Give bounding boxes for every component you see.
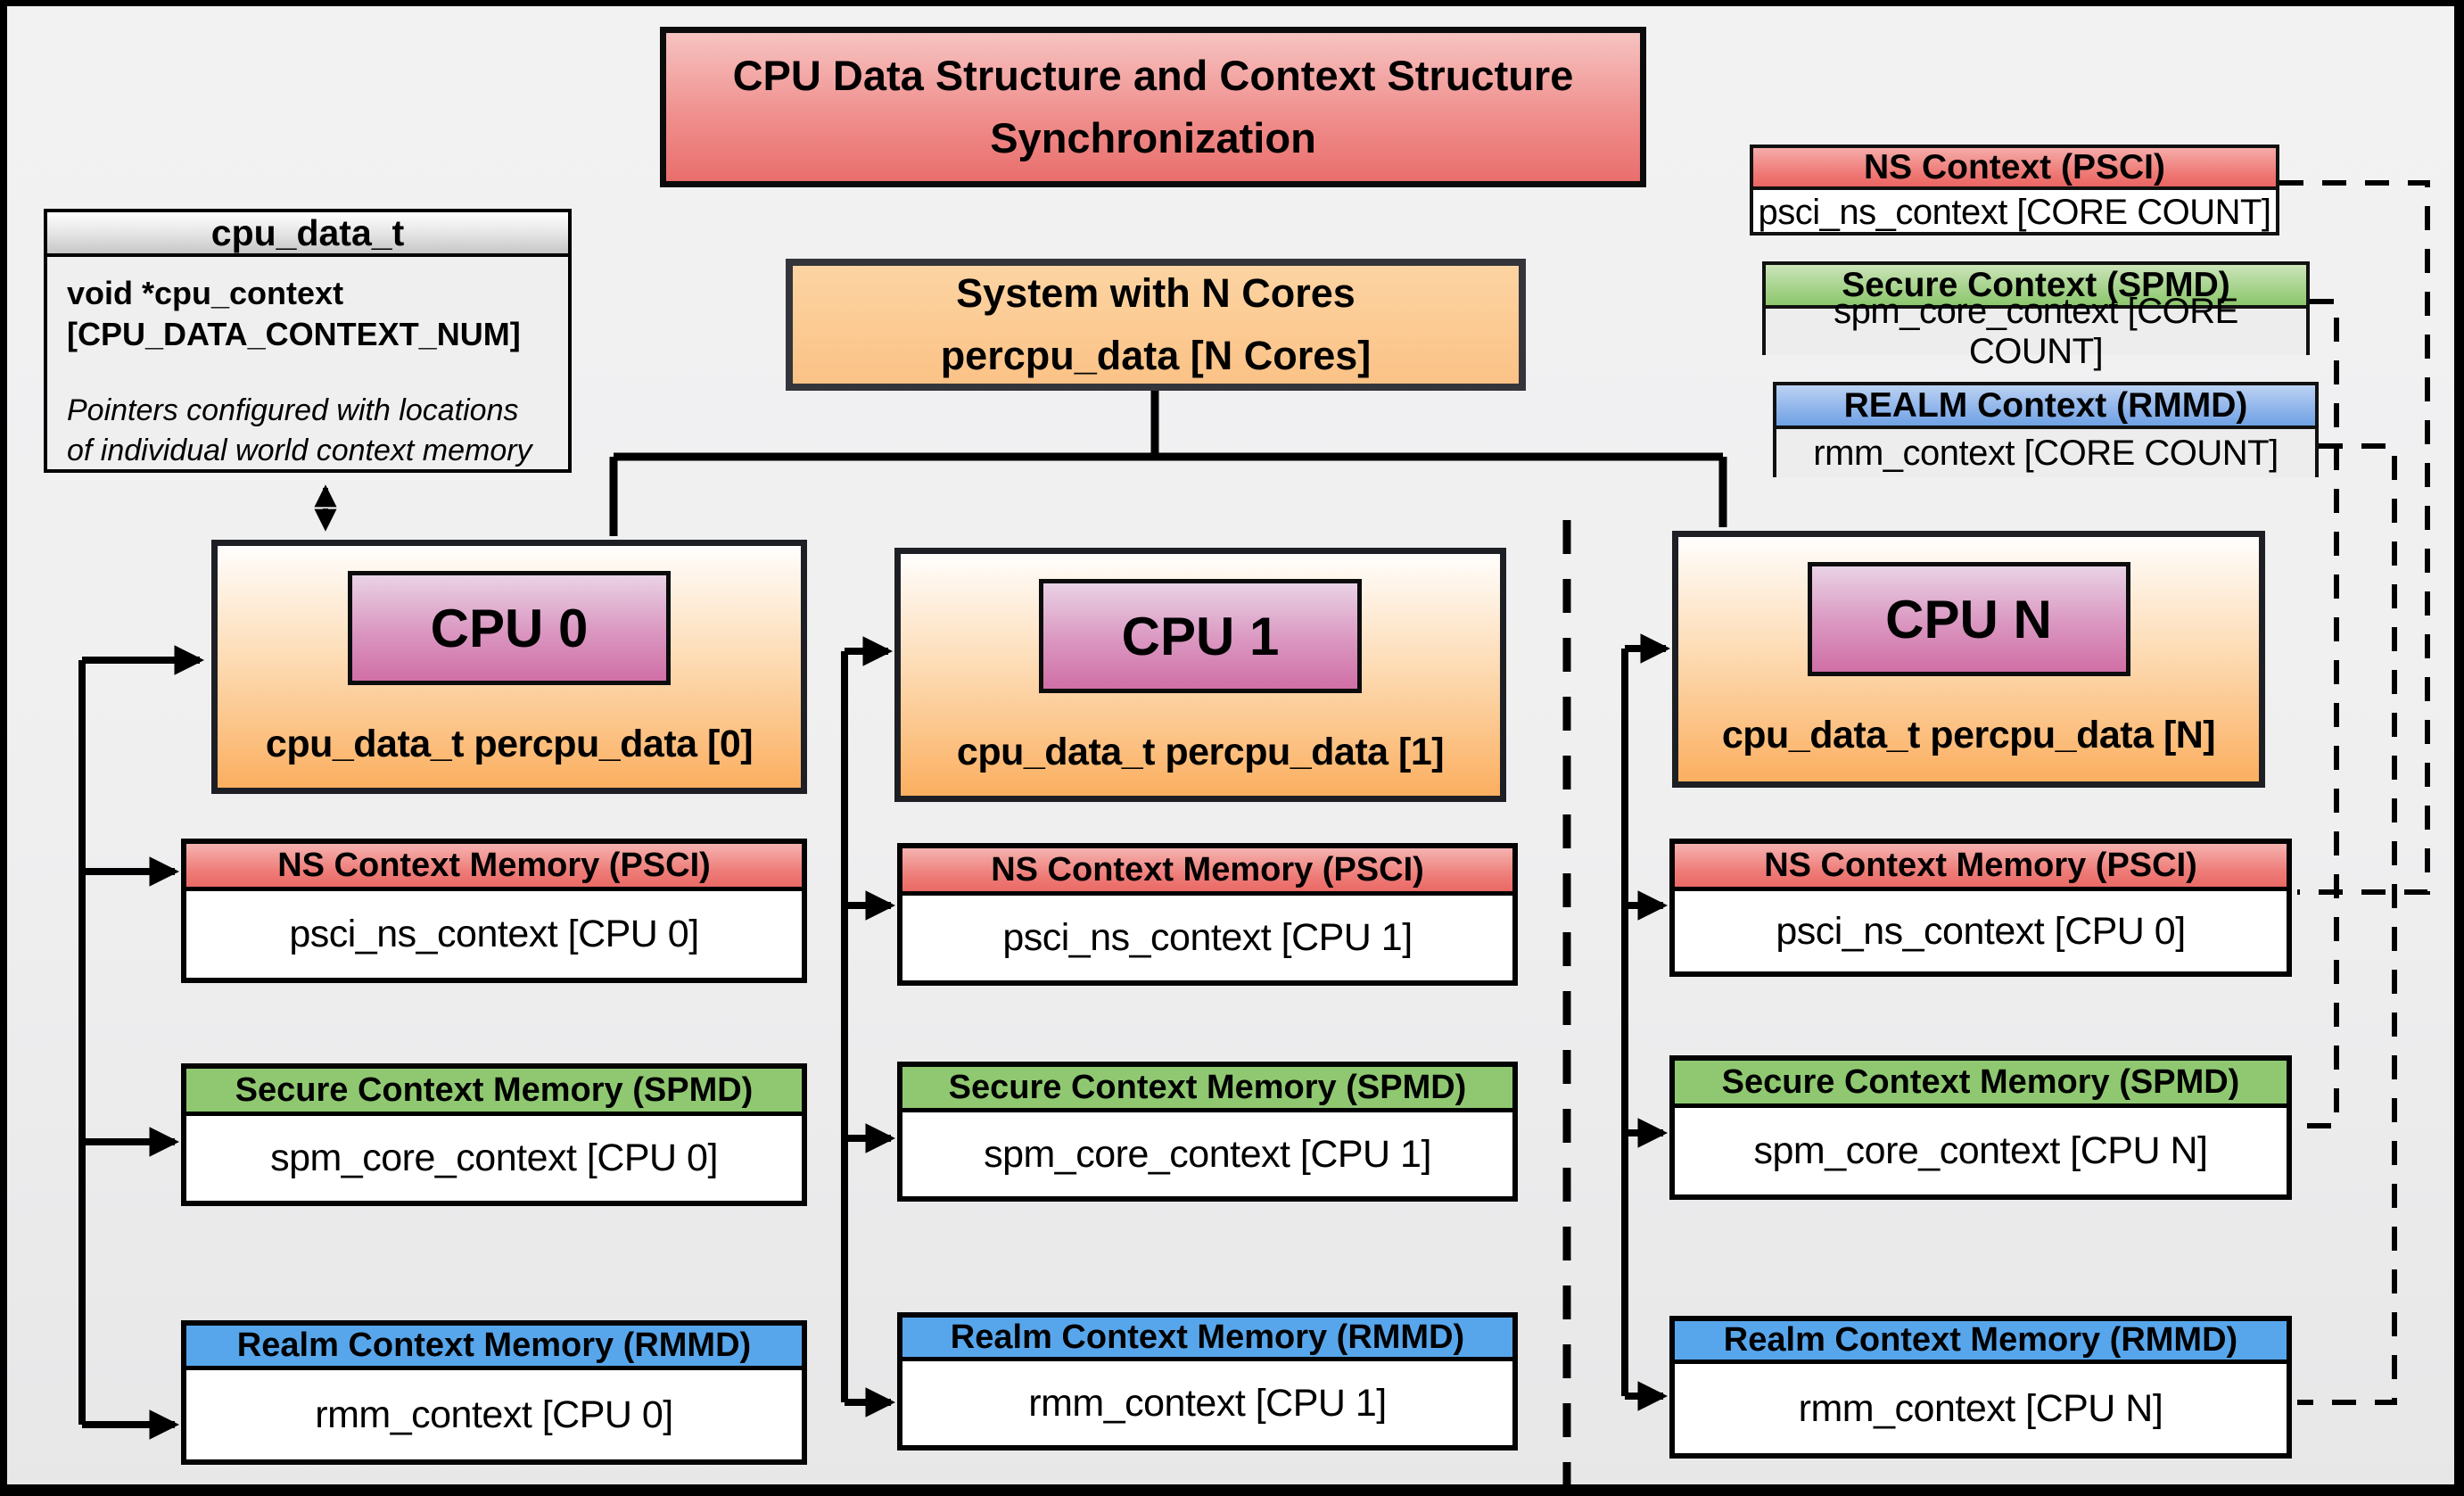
cpu1-ns-context-memory-box: NS Context Memory (PSCI) psci_ns_context… bbox=[897, 843, 1518, 986]
diagram-title: CPU Data Structure and Context Structure… bbox=[660, 27, 1646, 187]
cpun-secure-memory-header: Secure Context Memory (SPMD) bbox=[1675, 1061, 2287, 1108]
cpu0-data-box: CPU 0 cpu_data_t percpu_data [0] bbox=[211, 540, 807, 794]
legend-realm-context-body: rmm_context [CORE COUNT] bbox=[1776, 429, 2315, 477]
cpu0-ns-context-memory-box: NS Context Memory (PSCI) psci_ns_context… bbox=[181, 839, 807, 983]
cpu0-realm-memory-body: rmm_context [CPU 0] bbox=[315, 1393, 673, 1436]
cpun-data-box: CPU N cpu_data_t percpu_data [N] bbox=[1672, 531, 2265, 788]
legend-ns-context-body: psci_ns_context [CORE COUNT] bbox=[1758, 193, 2271, 232]
cpun-ns-memory-header: NS Context Memory (PSCI) bbox=[1675, 844, 2287, 891]
legend-ns-context: NS Context (PSCI) psci_ns_context [CORE … bbox=[1750, 145, 2279, 236]
cpu0-realm-memory-header: Realm Context Memory (RMMD) bbox=[186, 1326, 802, 1370]
cpu1-pointer-arrows bbox=[841, 636, 896, 1417]
cpu1-secure-memory-body: spm_core_context [CPU 1] bbox=[984, 1132, 1431, 1176]
legend-ns-context-title: NS Context (PSCI) bbox=[1753, 148, 2276, 190]
cpu1-data-box: CPU 1 cpu_data_t percpu_data [1] bbox=[894, 548, 1506, 802]
cpu1-secure-memory-header: Secure Context Memory (SPMD) bbox=[902, 1067, 1512, 1112]
legend-secure-context-body: spm_core_context [CORE COUNT] bbox=[1766, 292, 2306, 371]
realm-legend-dashed-connector bbox=[2297, 443, 2397, 1405]
system-box-line2: percpu_data [N Cores] bbox=[940, 333, 1372, 378]
cpun-realm-memory-body: rmm_context [CPU N] bbox=[1798, 1386, 2163, 1430]
cpu0-secure-memory-header: Secure Context Memory (SPMD) bbox=[186, 1069, 802, 1116]
legend-realm-context-title: REALM Context (RMMD) bbox=[1776, 385, 2315, 429]
cpu-context-field-line2: [CPU_DATA_CONTEXT_NUM] bbox=[67, 316, 521, 353]
system-box-line1: System with N Cores bbox=[956, 270, 1356, 317]
cpun-percpu-data-label: cpu_data_t percpu_data [N] bbox=[1721, 714, 2216, 756]
cpun-secure-context-memory-box: Secure Context Memory (SPMD) spm_core_co… bbox=[1669, 1055, 2292, 1200]
cpun-ns-memory-body: psci_ns_context [CPU 0] bbox=[1776, 909, 2186, 953]
cpu1-secure-context-memory-box: Secure Context Memory (SPMD) spm_core_co… bbox=[897, 1062, 1518, 1202]
cpu0-realm-context-memory-box: Realm Context Memory (RMMD) rmm_context … bbox=[181, 1320, 807, 1465]
cpun-realm-memory-header: Realm Context Memory (RMMD) bbox=[1675, 1321, 2287, 1364]
cpu-data-t-note-line2: of individual world context memory bbox=[67, 434, 532, 468]
cpun-pointer-arrows bbox=[1621, 633, 1671, 1411]
legend-secure-context-title: Secure Context (SPMD) bbox=[1766, 265, 2306, 309]
cpu1-ns-memory-header: NS Context Memory (PSCI) bbox=[902, 848, 1512, 896]
legend-secure-context: Secure Context (SPMD) spm_core_context [… bbox=[1762, 261, 2310, 371]
cpu0-ns-memory-body: psci_ns_context [CPU 0] bbox=[289, 913, 699, 955]
cpun-secure-memory-body: spm_core_context [CPU N] bbox=[1753, 1129, 2208, 1172]
diagram-title-line2: Synchronization bbox=[990, 114, 1316, 161]
cpu1-realm-context-memory-box: Realm Context Memory (RMMD) rmm_context … bbox=[897, 1312, 1518, 1451]
cpu-data-t-body: void *cpu_context [CPU_DATA_CONTEXT_NUM]… bbox=[47, 257, 568, 487]
cpu0-secure-context-memory-box: Secure Context Memory (SPMD) spm_core_co… bbox=[181, 1063, 807, 1206]
cpu1-label: CPU 1 bbox=[1039, 579, 1362, 693]
cpun-realm-context-memory-box: Realm Context Memory (RMMD) rmm_context … bbox=[1669, 1316, 2292, 1459]
cpu1-realm-memory-body: rmm_context [CPU 1] bbox=[1028, 1381, 1387, 1425]
system-to-cpus-connector bbox=[609, 391, 1727, 536]
cpu-data-t-header: cpu_data_t bbox=[47, 212, 568, 257]
cpu1-percpu-data-label: cpu_data_t percpu_data [1] bbox=[956, 731, 1445, 773]
cpu-context-field-line1: void *cpu_context bbox=[67, 275, 344, 311]
legend-realm-context: REALM Context (RMMD) rmm_context [CORE C… bbox=[1773, 382, 2319, 477]
cpun-ns-context-memory-box: NS Context Memory (PSCI) psci_ns_context… bbox=[1669, 839, 2292, 977]
diagram-title-line1: CPU Data Structure and Context Structure bbox=[732, 51, 1574, 99]
cpu0-percpu-data-label: cpu_data_t percpu_data [0] bbox=[265, 723, 754, 765]
cpu0-ns-memory-header: NS Context Memory (PSCI) bbox=[186, 844, 802, 891]
cpu1-realm-memory-header: Realm Context Memory (RMMD) bbox=[902, 1318, 1512, 1361]
cpu0-pointer-arrows bbox=[78, 645, 205, 1440]
system-n-cores-box: System with N Cores percpu_data [N Cores… bbox=[786, 259, 1526, 391]
cpu0-secure-memory-body: spm_core_context [CPU 0] bbox=[270, 1136, 718, 1179]
cpu-data-t-struct-box: cpu_data_t void *cpu_context [CPU_DATA_C… bbox=[44, 209, 572, 473]
cpu0-label: CPU 0 bbox=[348, 571, 671, 685]
cpu-data-t-note-line1: Pointers configured with locations bbox=[67, 393, 519, 428]
cpun-label: CPU N bbox=[1807, 562, 2130, 676]
cpu1-ns-memory-body: psci_ns_context [CPU 1] bbox=[1002, 916, 1413, 959]
